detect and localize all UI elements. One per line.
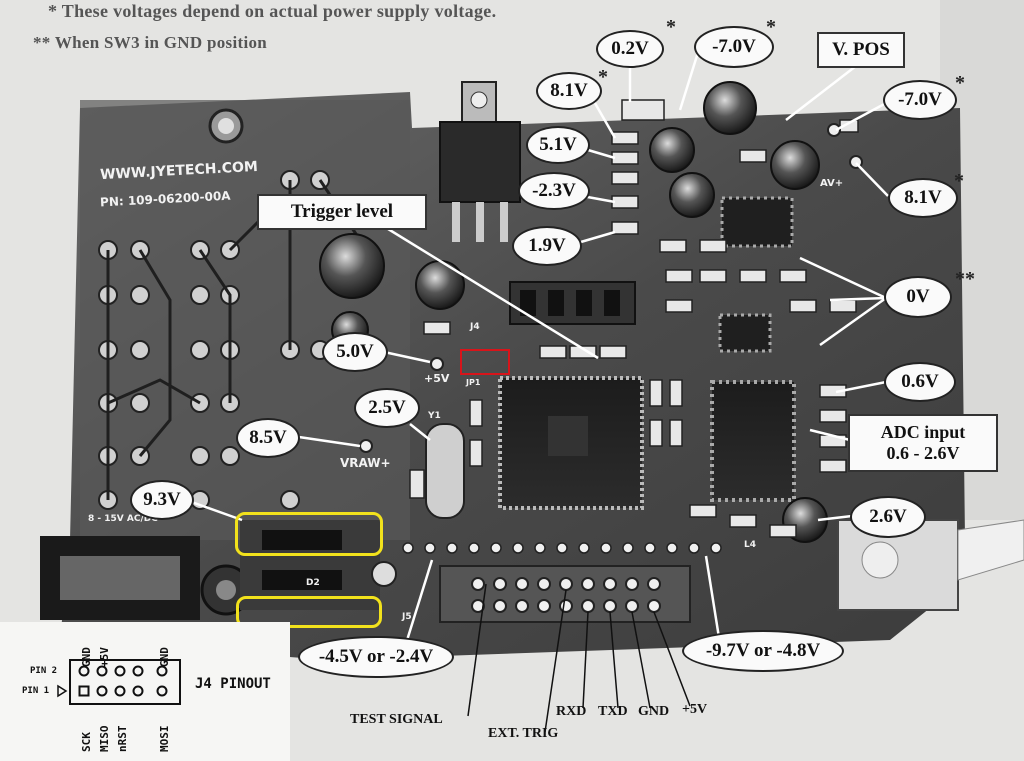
callout-8-1v-right-star: * <box>954 170 964 192</box>
callout-8-1v-right: 8.1V <box>888 178 958 218</box>
silk-plus5: +5V <box>424 372 450 385</box>
callout-0-2v: 0.2V <box>596 30 664 68</box>
silk-power: 8 - 15V AC/DC <box>88 514 158 524</box>
silk-av: AV+ <box>820 178 844 189</box>
silk-vraw: VRAW+ <box>340 456 391 470</box>
callout-0-6v: 0.6V <box>884 362 956 402</box>
adc-input-line2: 0.6 - 2.6V <box>886 443 960 463</box>
callout-0v-star: ** <box>955 268 975 290</box>
label-rxd: RXD <box>556 704 587 719</box>
callout-neg-7v-right: -7.0V <box>883 80 957 120</box>
label-ext-trig: EXT. TRIG <box>488 726 559 741</box>
silk-d2: D2 <box>306 578 320 588</box>
silk-j5: J5 <box>402 612 412 622</box>
silk-j4: J4 <box>470 322 480 332</box>
callout-neg-2-3v: -2.3V <box>518 172 590 210</box>
callout-5-1v: 5.1V <box>526 126 590 164</box>
callout-neg-9-7v: -9.7V or -4.8V <box>682 630 844 672</box>
callout-neg-4-5v: -4.5V or -2.4V <box>298 636 454 678</box>
callout-0v: 0V <box>884 276 952 318</box>
leader-lines <box>185 44 889 651</box>
silk-jp1: JP1 <box>466 378 481 387</box>
j4-pinout-diagram: GND +5V GND PIN 2 PIN 1 J4 PINOUT SCK MI… <box>0 622 290 761</box>
j4-pinout-title: J4 PINOUT <box>195 676 271 692</box>
callout-1-9v: 1.9V <box>512 226 582 266</box>
silk-l4: L4 <box>744 540 756 550</box>
label-test-signal: TEST SIGNAL <box>350 712 443 727</box>
label-plus5v: +5V <box>682 702 708 717</box>
pin-bottom-label-2: MISO <box>98 725 111 753</box>
pinout-header-graphic <box>57 659 181 705</box>
callout-9-3v: 9.3V <box>130 480 194 520</box>
pin-bottom-label-5: MOSI <box>158 725 171 753</box>
callout-8-5v: 8.5V <box>236 418 300 458</box>
vpos-label: V. POS <box>817 32 905 68</box>
jp1-highlight <box>460 349 510 375</box>
diode-highlight-bottom <box>236 596 382 628</box>
callout-neg-7v-top-star: * <box>766 16 776 38</box>
callout-2-6v: 2.6V <box>850 496 926 538</box>
callout-0-2v-star: * <box>666 16 676 38</box>
trigger-level-label: Trigger level <box>257 194 427 230</box>
callout-neg-7v-top: -7.0V <box>694 26 774 68</box>
callout-5-0v: 5.0V <box>322 332 388 372</box>
diode-highlight-top <box>235 512 383 556</box>
note-supply-voltage: * These voltages depend on actual power … <box>48 1 497 21</box>
adc-input-label: ADC input 0.6 - 2.6V <box>848 414 998 472</box>
label-txd: TXD <box>598 704 628 719</box>
callout-8-1v-left: 8.1V <box>536 72 602 110</box>
silk-y1: Y1 <box>428 411 441 421</box>
adc-input-line1: ADC input <box>880 422 966 443</box>
note-sw3: ** When SW3 in GND position <box>33 33 268 52</box>
pin2-label: PIN 2 <box>30 666 58 676</box>
callout-2-5v: 2.5V <box>354 388 420 428</box>
callout-neg-7v-right-star: * <box>955 72 965 94</box>
pin-bottom-label-3: nRST <box>116 725 129 753</box>
label-gnd: GND <box>638 704 670 719</box>
callout-8-1v-left-star: * <box>598 66 608 88</box>
adc-chip <box>710 380 796 502</box>
pin-bottom-label-1: SCK <box>80 732 93 752</box>
pin1-label: PIN 1 <box>22 686 50 696</box>
